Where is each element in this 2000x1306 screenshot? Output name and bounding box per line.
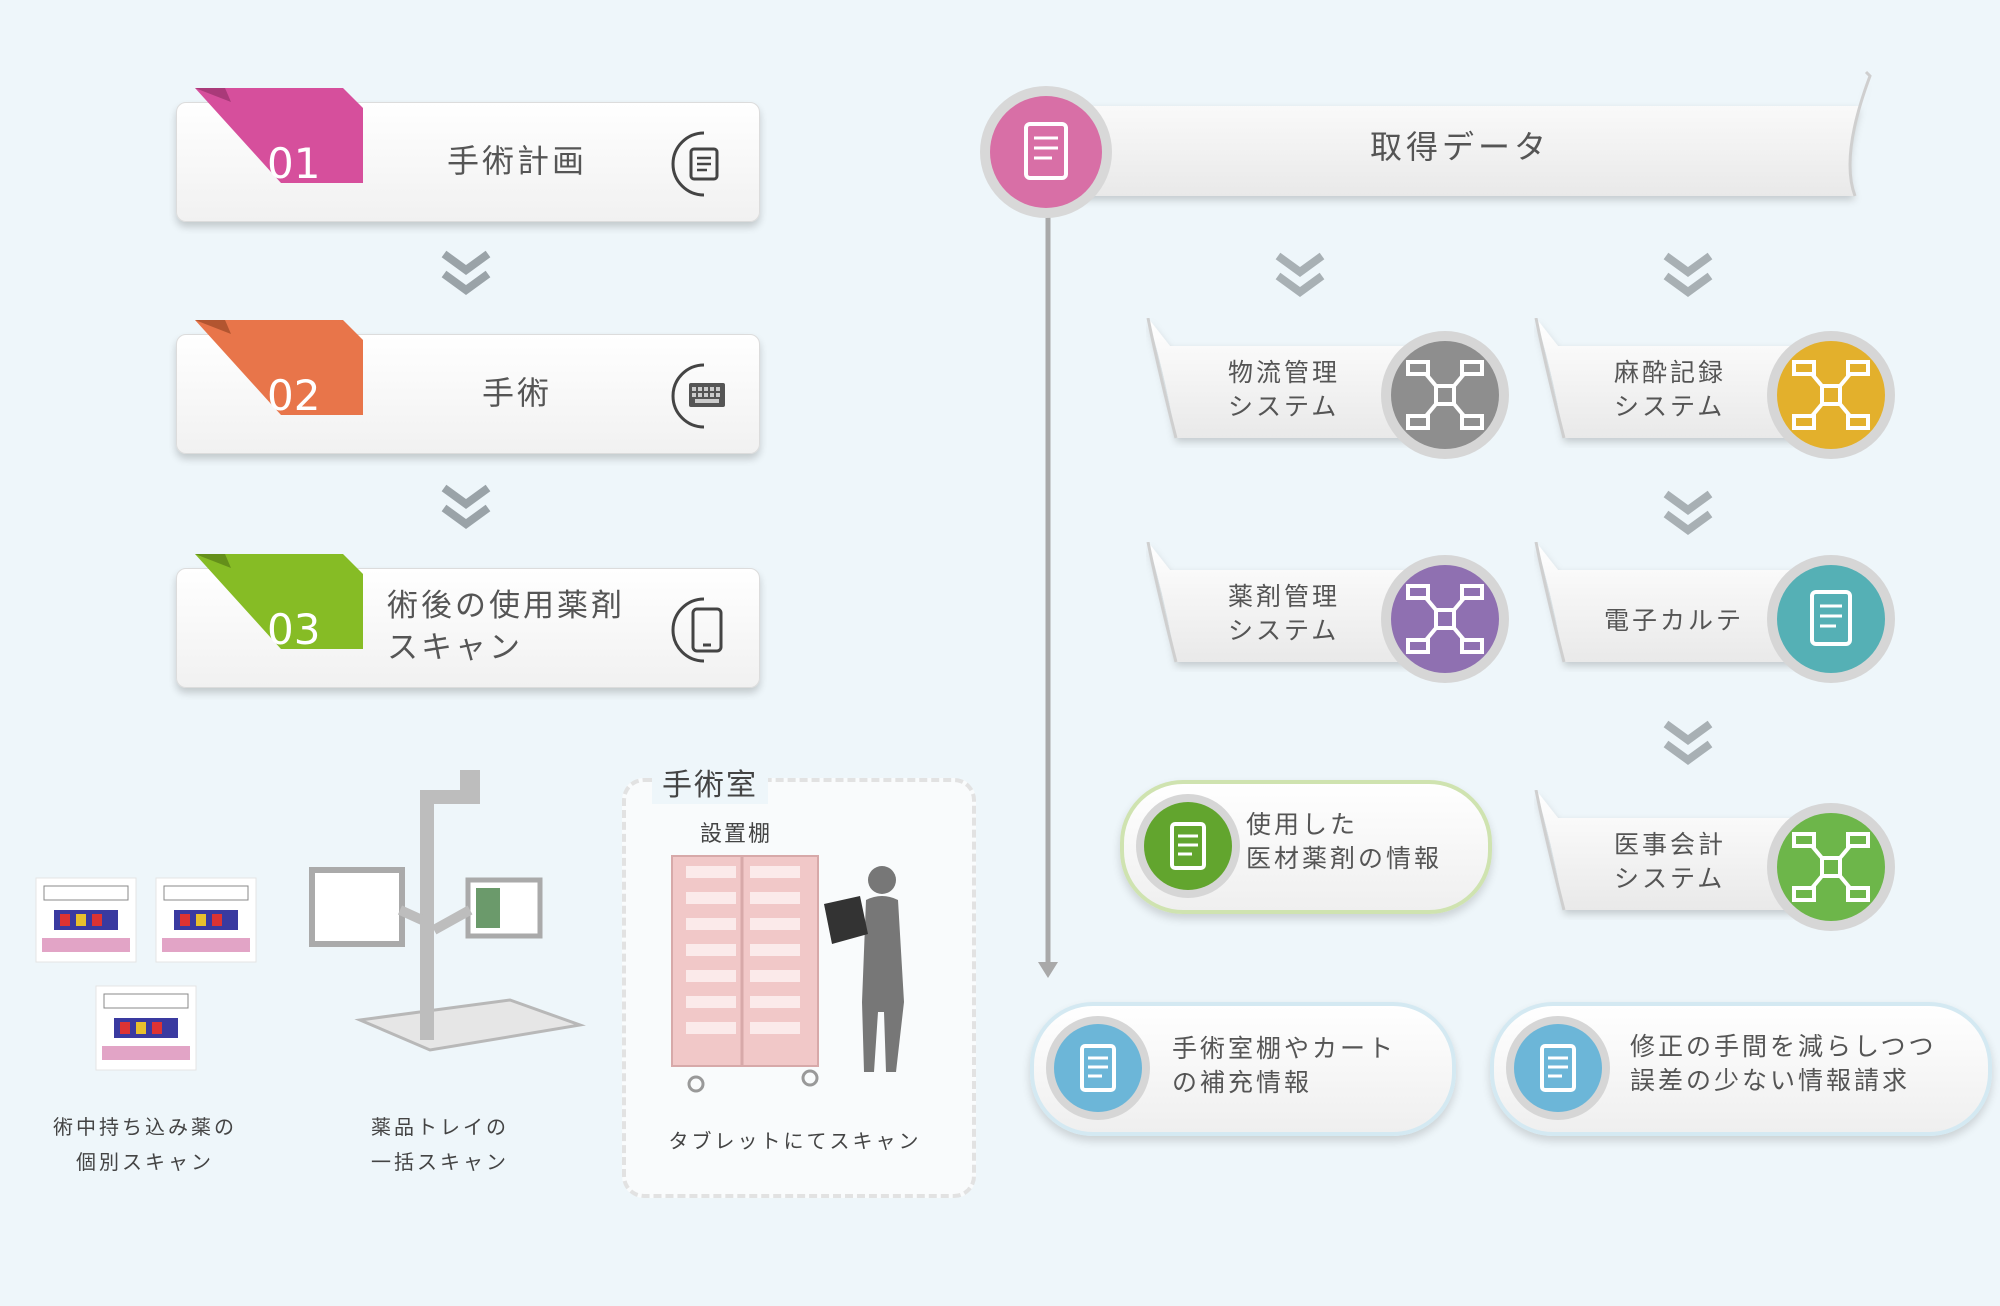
individual-scan-caption: 術中持ち込み薬の 個別スキャン — [53, 1115, 237, 1174]
replenish-info-label: 手術室棚やカート の補充情報 — [1172, 1034, 1397, 1097]
acquired-data-banner — [1080, 70, 1872, 197]
emr-ribbon — [1534, 542, 1802, 663]
step-card-03: 03 術後の使用薬剤 スキャン — [176, 554, 760, 688]
step-label: 手術計画 — [446, 142, 587, 181]
flow-line-arrow — [1038, 190, 1058, 978]
tray-scan-caption: 薬品トレイの 一括スキャン — [371, 1115, 509, 1174]
acquired-data-document-icon — [980, 86, 1112, 218]
step-card-02: 02 手術 — [176, 320, 760, 454]
chevron-down-icon — [441, 250, 491, 295]
chevron-down-icon — [1663, 252, 1713, 297]
shelf-label: 設置棚 — [700, 822, 773, 847]
tablet-icon — [671, 597, 723, 663]
step-label: 手術 — [481, 374, 552, 413]
document-icon — [1046, 1016, 1150, 1120]
document-icon — [1767, 555, 1895, 683]
medicine-label-cards-illustration — [35, 877, 257, 1071]
operating-room-title: 手術室 — [652, 760, 768, 804]
used-info-label: 使用した 医材薬剤の情報 — [1246, 810, 1443, 873]
accounting-system-ribbon — [1534, 790, 1802, 911]
step-number: 03 — [267, 605, 321, 654]
document-icon — [671, 131, 719, 197]
step-card-01: 01 手術計画 — [176, 88, 760, 222]
network-icon — [1767, 331, 1895, 459]
document-icon — [1136, 794, 1240, 898]
shelf-and-person-illustration — [671, 855, 904, 1093]
step-label-line-1: 術後の使用薬剤 — [387, 588, 625, 625]
emr-label: 電子カルテ — [1604, 606, 1745, 635]
network-icon — [1767, 803, 1895, 931]
tablet-scan-caption: タブレットにてスキャン — [668, 1129, 922, 1153]
step-01-flag — [195, 88, 363, 183]
keyboard-icon — [671, 363, 725, 429]
step-label-line-2: スキャン — [387, 630, 523, 666]
network-icon — [1381, 555, 1509, 683]
step-number: 01 — [267, 139, 321, 188]
step-number: 02 — [267, 371, 321, 420]
anesthesia-system-ribbon — [1534, 318, 1802, 439]
step-02-flag — [195, 320, 363, 415]
document-icon — [1506, 1016, 1610, 1120]
acquired-data-title: 取得データ — [1369, 128, 1550, 166]
chevron-down-icon — [1275, 252, 1325, 297]
chevron-down-icon — [1663, 720, 1713, 765]
step-03-flag — [195, 554, 363, 649]
accounting-system-label: 医事会計 システム — [1614, 830, 1727, 893]
chevron-down-icon — [441, 484, 491, 529]
step-label: 術後の使用薬剤 スキャン — [387, 569, 657, 687]
anesthesia-system-label: 麻酔記録 システム — [1614, 358, 1727, 421]
pharmacy-system-ribbon — [1146, 542, 1414, 663]
pharmacy-system-label: 薬剤管理 システム — [1228, 582, 1341, 645]
logistics-system-ribbon — [1146, 318, 1414, 439]
billing-info-label: 修正の手間を減らしつつ 誤差の少ない情報請求 — [1630, 1032, 1937, 1095]
logistics-system-label: 物流管理 システム — [1228, 358, 1341, 421]
tray-scanner-illustration — [309, 770, 586, 1052]
chevron-down-icon — [1663, 490, 1713, 535]
network-icon — [1381, 331, 1509, 459]
